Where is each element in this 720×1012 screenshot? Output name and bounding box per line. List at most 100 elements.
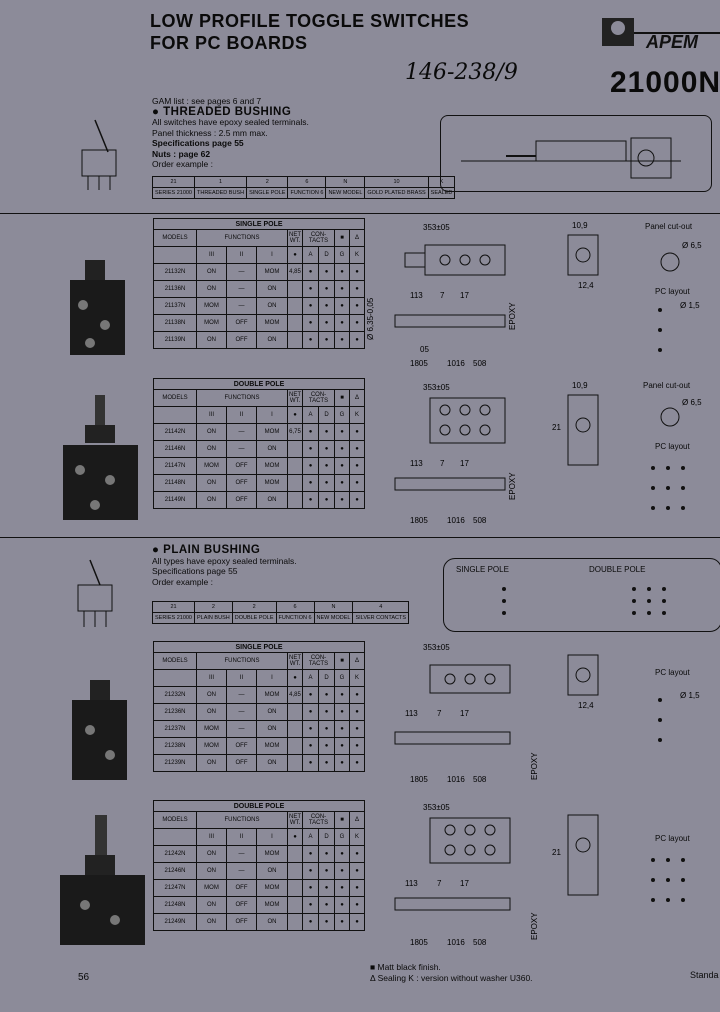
dot: ● — [318, 457, 335, 475]
dot: ● — [349, 440, 365, 458]
dot: ● — [302, 474, 319, 492]
contact-a: A — [302, 246, 319, 264]
svg-text:Ø 6,35-0,05: Ø 6,35-0,05 — [366, 297, 375, 340]
plain-double-pole-photo — [60, 815, 145, 945]
dot: ● — [349, 754, 365, 772]
dot: ● — [302, 737, 319, 755]
fn-i: I — [256, 246, 288, 264]
contact-a: A — [302, 828, 319, 846]
model-number: 21149N — [153, 491, 197, 509]
function-3: ON — [256, 331, 288, 349]
function-1: ON — [196, 423, 227, 441]
model-number: 21146N — [153, 440, 197, 458]
dot: ● — [287, 246, 303, 264]
plain-title: ● PLAIN BUSHING — [152, 544, 261, 556]
threaded-line-5: Order example : — [152, 159, 213, 169]
dot: ● — [302, 423, 319, 441]
function-3: MOM — [256, 263, 288, 281]
logo-text: APEM — [645, 32, 699, 52]
dot: ● — [318, 737, 335, 755]
gam-note: GAM list : see pages 6 and 7 — [152, 96, 262, 106]
contact-k: K — [349, 669, 365, 687]
fn-ii: II — [226, 246, 257, 264]
title-line-2: FOR PC BOARDS — [150, 33, 308, 53]
function-1: ON — [196, 686, 227, 704]
fn-ii: II — [226, 669, 257, 687]
dot: ● — [334, 263, 350, 281]
dot: ● — [334, 720, 350, 738]
plain-intro: ● PLAIN BUSHING All types have epoxy sea… — [152, 544, 297, 587]
dot: ● — [334, 896, 350, 914]
col-black-finish: ■ — [334, 652, 350, 670]
blank — [153, 669, 197, 687]
col-functions: FUNCTIONS — [196, 652, 288, 670]
dot: ● — [302, 862, 319, 880]
dot: ● — [318, 280, 335, 298]
net-weight — [287, 703, 303, 721]
model-number: 21232N — [153, 686, 197, 704]
dot: ● — [302, 263, 319, 281]
svg-text:Ø 6,5: Ø 6,5 — [682, 398, 702, 407]
contact-k: K — [349, 246, 365, 264]
svg-text:1805: 1805 — [410, 775, 428, 784]
dot: ● — [302, 896, 319, 914]
net-weight — [287, 331, 303, 349]
contact-g: G — [334, 669, 350, 687]
svg-text:7: 7 — [440, 459, 445, 468]
footer-note-1: ■ Matt black finish. — [370, 962, 441, 972]
svg-text:353±05: 353±05 — [423, 383, 450, 392]
net-weight: 4,85 — [287, 263, 303, 281]
order-desc-cell: GOLD PLATED BRASS — [364, 187, 429, 199]
dot: ● — [349, 737, 365, 755]
dot: ● — [318, 314, 335, 332]
net-weight — [287, 896, 303, 914]
cutout-circle-1: Ø 6,5 — [660, 241, 702, 272]
dot: ● — [334, 423, 350, 441]
fn-i: I — [256, 828, 288, 846]
dot: ● — [334, 457, 350, 475]
function-2: — — [226, 720, 257, 738]
panel-cutout-label-1: Panel cut-out — [645, 222, 693, 231]
dot: ● — [302, 879, 319, 897]
svg-text:EPOXY: EPOXY — [530, 752, 539, 780]
threaded-intro: GAM list : see pages 6 and 7 ● THREADED … — [152, 96, 309, 170]
dot: ● — [318, 440, 335, 458]
function-1: ON — [196, 703, 227, 721]
pc-layout-grid-4 — [651, 858, 685, 902]
model-number: 21247N — [153, 879, 197, 897]
dot: ● — [318, 896, 335, 914]
order-code-cell: 1 — [193, 176, 248, 188]
net-weight — [287, 280, 303, 298]
svg-text:508: 508 — [473, 775, 487, 784]
dot: ● — [318, 862, 335, 880]
svg-text:1016: 1016 — [447, 938, 465, 947]
threaded-line-3: Specifications page 55 — [152, 138, 244, 148]
dot: ● — [318, 491, 335, 509]
svg-text:21: 21 — [552, 423, 561, 432]
function-2: — — [226, 280, 257, 298]
handwritten-reference: 146-238/9 — [405, 60, 518, 85]
function-2: OFF — [226, 913, 257, 931]
order-desc-cell: SERIES 21000 — [152, 612, 195, 624]
pole-heading: SINGLE POLE — [153, 218, 365, 230]
dot: ● — [302, 314, 319, 332]
model-number: 21142N — [153, 423, 197, 441]
fn-iii: III — [196, 669, 227, 687]
dot: ● — [349, 896, 365, 914]
net-weight: 4,85 — [287, 686, 303, 704]
side-view-1: 10,9 12,4 — [567, 221, 599, 290]
function-1: ON — [196, 913, 227, 931]
pole-heading: DOUBLE POLE — [153, 378, 365, 390]
function-2: OFF — [226, 896, 257, 914]
pc-layout-label-3: PC layout — [655, 668, 690, 677]
fn-i: I — [256, 669, 288, 687]
svg-text:1805: 1805 — [410, 359, 428, 368]
dot: ● — [318, 423, 335, 441]
footer-note-2: Δ Sealing K : version without washer U36… — [370, 973, 533, 983]
function-2: OFF — [226, 314, 257, 332]
svg-text:Ø 1,5: Ø 1,5 — [680, 301, 700, 310]
